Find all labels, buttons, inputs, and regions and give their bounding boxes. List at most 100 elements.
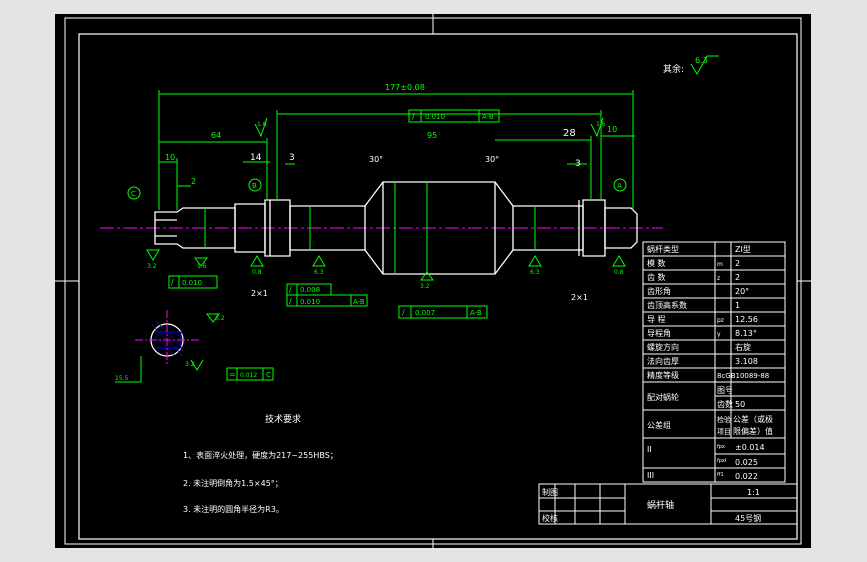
svg-text:/: / bbox=[402, 308, 405, 317]
svg-text:蜗杆类型: 蜗杆类型 bbox=[647, 244, 679, 254]
inner-frame bbox=[78, 33, 798, 540]
svg-text:ff1: ff1 bbox=[717, 472, 724, 478]
svg-text:0.012: 0.012 bbox=[240, 372, 257, 379]
svg-text:20°: 20° bbox=[735, 287, 749, 296]
svg-text:模 数: 模 数 bbox=[647, 258, 666, 268]
angle-left: 30° bbox=[369, 155, 383, 164]
roughness-mark-icon bbox=[312, 255, 326, 267]
svg-text:A-B: A-B bbox=[470, 309, 482, 317]
svg-text:0.010: 0.010 bbox=[300, 298, 320, 306]
dim-28: 28 bbox=[563, 128, 576, 139]
svg-text:γ: γ bbox=[717, 331, 721, 338]
gdt-mid: / 0.008 / 0.010 A-B bbox=[286, 283, 368, 307]
dim-overall: 177±0.08 bbox=[385, 83, 425, 92]
roughness-mark-icon bbox=[590, 117, 604, 138]
svg-text:C: C bbox=[266, 371, 271, 379]
svg-text:A: A bbox=[617, 182, 622, 190]
roughness-mark-icon bbox=[250, 255, 264, 267]
keyway-dim: 15.5 bbox=[115, 375, 129, 382]
svg-text:导程角: 导程角 bbox=[647, 328, 671, 338]
svg-text:6.3: 6.3 bbox=[314, 269, 324, 276]
svg-text:B: B bbox=[252, 182, 257, 190]
svg-text:/: / bbox=[171, 278, 174, 287]
svg-text:制图: 制图 bbox=[542, 487, 558, 497]
dim-14: 14 bbox=[250, 153, 262, 163]
svg-text:1: 1 bbox=[735, 301, 740, 310]
dim-95: 95 bbox=[427, 131, 437, 140]
svg-text:12.56: 12.56 bbox=[735, 315, 758, 324]
note-3: 3. 未注明的圆角半径为R3。 bbox=[183, 504, 284, 514]
roughness-mark-icon bbox=[146, 249, 160, 261]
roughness-mark-icon bbox=[528, 255, 542, 267]
outer-frame bbox=[64, 17, 802, 545]
shaft-outline bbox=[154, 181, 638, 275]
svg-text:8.13°: 8.13° bbox=[735, 329, 757, 338]
svg-text:0.8: 0.8 bbox=[252, 269, 262, 276]
svg-text:1.6: 1.6 bbox=[257, 121, 267, 128]
svg-text:C: C bbox=[131, 190, 136, 198]
svg-text:A-B: A-B bbox=[482, 113, 494, 121]
svg-text:3.2: 3.2 bbox=[215, 315, 225, 322]
dimension-lines bbox=[158, 90, 635, 274]
svg-text:II: II bbox=[647, 445, 652, 454]
chamfer-left: 2×1 bbox=[251, 289, 268, 298]
svg-text:0.010: 0.010 bbox=[425, 113, 445, 121]
dim-64: 64 bbox=[211, 131, 221, 140]
roughness-mark-icon bbox=[194, 257, 208, 267]
gdt-key: = 0.012 C bbox=[226, 367, 274, 381]
svg-text:z: z bbox=[717, 275, 720, 282]
dim-2: 2 bbox=[191, 177, 196, 186]
svg-text:6.3: 6.3 bbox=[530, 269, 540, 276]
svg-text:0.025: 0.025 bbox=[735, 458, 758, 467]
gdt-top: / 0.010 A-B bbox=[408, 109, 500, 123]
title-block-grid bbox=[538, 483, 798, 525]
svg-text:A-B: A-B bbox=[353, 298, 365, 306]
svg-text:蜗杆轴: 蜗杆轴 bbox=[647, 499, 674, 511]
note-1: 1、表面淬火处理，硬度为217~255HBS； bbox=[183, 450, 338, 460]
svg-text:2: 2 bbox=[735, 273, 740, 282]
svg-text:齿形角: 齿形角 bbox=[647, 286, 671, 296]
angle-right: 30° bbox=[485, 155, 499, 164]
keyway-section: 15.5 bbox=[115, 310, 199, 383]
notes-title: 技术要求 bbox=[265, 413, 301, 425]
svg-text:50: 50 bbox=[735, 400, 745, 409]
svg-text:=: = bbox=[229, 370, 236, 379]
dim-3a: 3 bbox=[289, 153, 295, 163]
svg-text:公差组: 公差组 bbox=[647, 420, 671, 430]
title-block: 制图 校核 蜗杆轴 1:1 45号钢 bbox=[542, 487, 761, 523]
svg-text:3.108: 3.108 bbox=[735, 357, 758, 366]
svg-text:±0.014: ±0.014 bbox=[735, 443, 765, 452]
roughness-symbol-icon bbox=[690, 55, 719, 75]
svg-text:fpxl: fpxl bbox=[717, 458, 726, 464]
roughness-mark-icon bbox=[420, 271, 434, 281]
svg-text:1:1: 1:1 bbox=[747, 488, 760, 497]
svg-text:/: / bbox=[289, 297, 292, 306]
roughness-mark-icon bbox=[254, 117, 268, 138]
svg-text:/: / bbox=[289, 285, 292, 294]
svg-text:2: 2 bbox=[735, 259, 740, 268]
svg-text:公差（或极: 公差（或极 bbox=[733, 414, 773, 424]
svg-text:8cGB10089-88: 8cGB10089-88 bbox=[717, 372, 769, 380]
cad-drawing: 其余: 6.3 bbox=[55, 14, 811, 548]
svg-text:齿 数: 齿 数 bbox=[647, 272, 666, 282]
svg-text:m: m bbox=[717, 261, 723, 268]
roughness-mark-icon bbox=[206, 313, 220, 323]
svg-text:0.010: 0.010 bbox=[182, 279, 202, 287]
svg-text:螺旋方向: 螺旋方向 bbox=[647, 342, 679, 352]
roughness-mark-icon bbox=[190, 359, 204, 371]
svg-text:3.2: 3.2 bbox=[185, 361, 195, 368]
svg-text:3.2: 3.2 bbox=[147, 263, 157, 270]
svg-text:1.6: 1.6 bbox=[596, 121, 606, 128]
svg-text:限偏差）值: 限偏差）值 bbox=[733, 426, 773, 436]
chamfer-right: 2×1 bbox=[571, 293, 588, 302]
datum-c: C bbox=[127, 186, 141, 200]
svg-text:fpx: fpx bbox=[717, 444, 725, 450]
svg-text:III: III bbox=[647, 471, 654, 480]
drawing-sheet: 其余: 6.3 bbox=[55, 14, 811, 548]
svg-text:1.6: 1.6 bbox=[197, 263, 207, 270]
svg-text:图号: 图号 bbox=[717, 386, 733, 395]
svg-text:45号钢: 45号钢 bbox=[735, 513, 761, 523]
svg-text:法向齿厚: 法向齿厚 bbox=[647, 356, 679, 366]
